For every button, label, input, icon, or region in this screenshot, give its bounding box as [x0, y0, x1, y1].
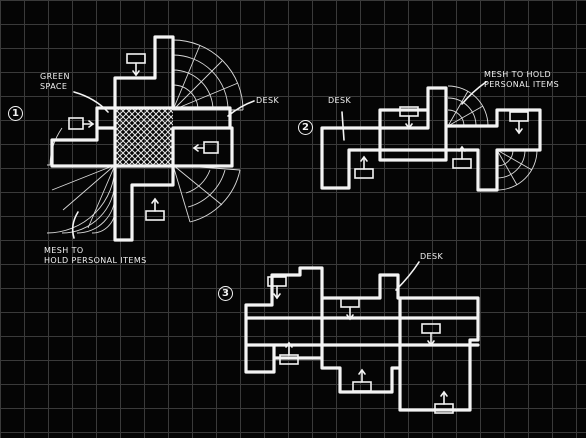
- layout-1: [47, 37, 254, 240]
- green-space-label: GREEN SPACE: [40, 72, 70, 92]
- layout-1-mesh-label: MESH TO HOLD PERSONAL ITEMS: [44, 246, 164, 266]
- layout-1-mesh-leader: [73, 212, 78, 238]
- layout-2-chair-3: [355, 157, 373, 178]
- layout-3-chair-2: [341, 298, 359, 319]
- layout-1-chair-2: [69, 118, 93, 129]
- layout-3-chair-5: [353, 370, 371, 391]
- layout-2-number: 2: [298, 120, 313, 135]
- layout-3-desk-outline: [246, 268, 478, 410]
- layout-2: [322, 82, 540, 190]
- layout-2-mesh-leader: [462, 82, 486, 104]
- layout-3-number: 3: [218, 286, 233, 301]
- layout-1-desk-label: DESK: [256, 96, 279, 106]
- layout-3-chair-3: [422, 324, 440, 345]
- layout-1-green-space: [115, 108, 173, 166]
- layout-1-desk-leader: [228, 101, 254, 116]
- layout-1-chair-4: [146, 199, 164, 220]
- layout-2-desk-label: DESK: [328, 96, 351, 106]
- layout-2-mesh: [448, 86, 537, 190]
- layout-1-chair-1: [127, 54, 145, 75]
- layout-3-desk-label: DESK: [420, 252, 443, 262]
- layout-2-mesh-label: MESH TO HOLD PERSONAL ITEMS: [484, 70, 580, 90]
- layout-2-desk-leader: [342, 112, 344, 140]
- layout-1-number: 1: [8, 106, 23, 121]
- layout-2-chair-2: [510, 112, 528, 133]
- layout-3: [246, 262, 478, 413]
- layout-1-chair-3: [194, 142, 218, 153]
